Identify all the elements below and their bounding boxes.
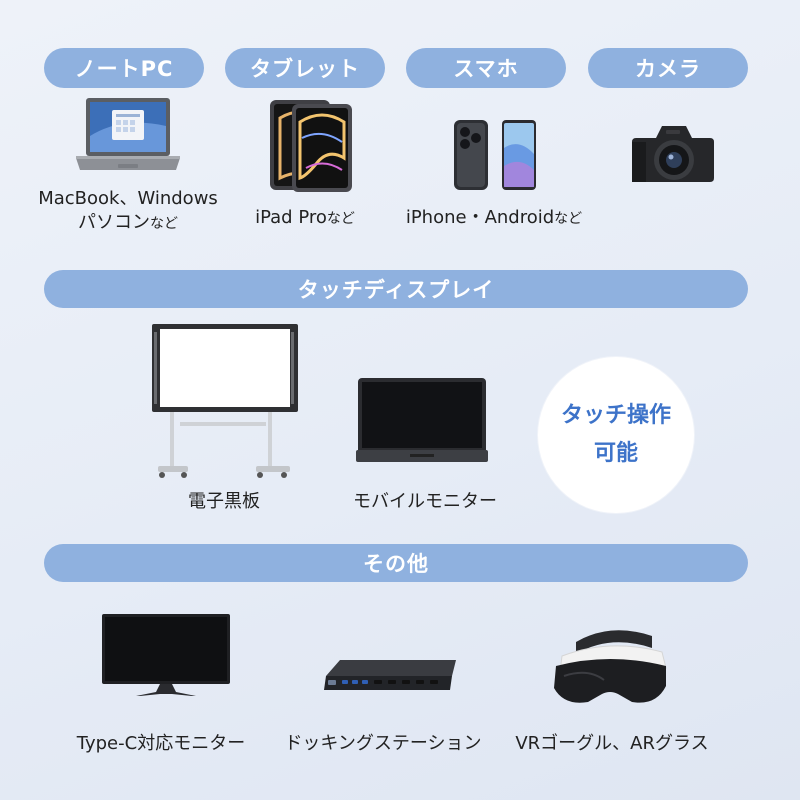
- vr-goggles-caption: VRゴーグル、ARグラス: [515, 733, 709, 754]
- phone-caption: iPhone・Androidなど: [405, 207, 583, 228]
- phone-category-pill: スマホ: [406, 48, 566, 88]
- docking-station-image: [324, 660, 456, 690]
- electronic-whiteboard-image: [152, 324, 298, 478]
- badge-line-1: タッチ操作: [560, 403, 671, 428]
- mobile-monitor-caption: モバイルモニター: [353, 491, 497, 512]
- tablet-category-pill: タブレット: [225, 48, 385, 88]
- vr-goggles-image: [554, 630, 667, 703]
- laptop-image: [76, 98, 180, 170]
- badge-line-2: 可能: [593, 441, 638, 466]
- touch-display-section-header: タッチディスプレイ: [44, 270, 748, 308]
- tablet-image: [270, 100, 352, 192]
- smartphone-image: [454, 120, 536, 190]
- type-c-monitor-caption: Type-C対応モニター: [76, 733, 246, 754]
- camera-image: [632, 126, 714, 182]
- touch-operation-badge: タッチ操作 可能: [538, 357, 694, 513]
- type-c-monitor-image: [102, 614, 230, 696]
- laptop-caption: MacBook、Windows パソコンなど: [38, 188, 218, 233]
- mobile-monitor-image: [356, 378, 488, 462]
- camera-category-pill: カメラ: [588, 48, 748, 88]
- other-section-header: その他: [44, 544, 748, 582]
- laptop-category-pill: ノートPC: [44, 48, 204, 88]
- whiteboard-caption: 電子黒板: [188, 491, 260, 512]
- docking-station-caption: ドッキングステーション: [284, 733, 482, 754]
- tablet-caption: iPad Proなど: [255, 207, 355, 228]
